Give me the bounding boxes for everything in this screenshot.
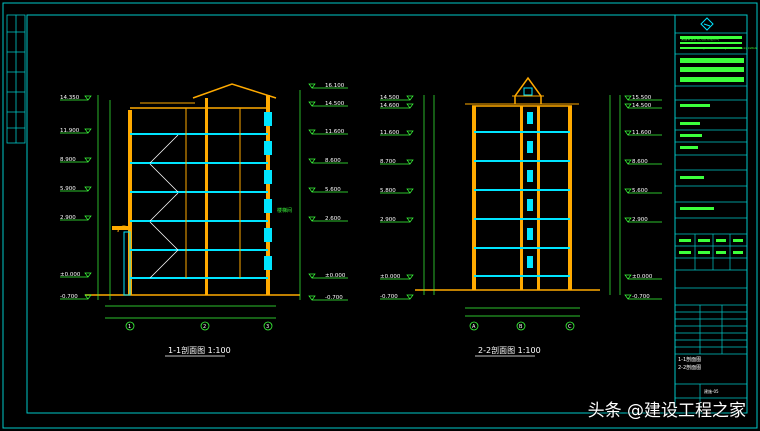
section-1-caption: 1-1剖面图 1:100 bbox=[168, 345, 231, 355]
level-marker bbox=[624, 130, 662, 136]
s1-axis-label: 3 bbox=[266, 324, 269, 330]
level-marker bbox=[60, 157, 92, 163]
level-marker bbox=[308, 83, 348, 89]
s1-left-elev: -0.700 bbox=[60, 294, 78, 300]
section-1-labels: 14.350 11.900 8.900 5.900 2.900 ±0.000 -… bbox=[60, 83, 346, 355]
s1-right-elev: ±0.000 bbox=[325, 273, 346, 279]
level-marker bbox=[380, 103, 414, 109]
drawing-title: 1-1剖面图 bbox=[678, 356, 701, 363]
s2-right-elev: ±0.000 bbox=[632, 274, 653, 280]
s2-right-elev: 8.600 bbox=[632, 159, 648, 165]
level-marker bbox=[60, 95, 92, 101]
s2-left-elev: 2.900 bbox=[380, 217, 396, 223]
s2-axis-label: C bbox=[568, 324, 572, 330]
level-marker bbox=[380, 95, 414, 101]
level-marker bbox=[308, 101, 348, 107]
company-name-en: Construction Building Architectural Desi… bbox=[681, 47, 758, 50]
s1-left-elev: 5.900 bbox=[60, 186, 76, 192]
section-2-caption: 2-2剖面图 1:100 bbox=[478, 345, 541, 355]
company-name: 某建筑设计研究院有限公司 bbox=[681, 36, 719, 41]
level-marker bbox=[380, 294, 414, 300]
title-block-text: 某建筑设计研究院有限公司 Construction Building Archi… bbox=[678, 36, 758, 394]
s2-left-elev: 8.700 bbox=[380, 159, 396, 165]
section-2-drawing bbox=[380, 76, 662, 331]
logo-icon bbox=[700, 17, 714, 31]
s1-axis-label: 1 bbox=[128, 324, 131, 330]
s1-stair-label: 楼梯间 bbox=[277, 207, 292, 214]
s2-right-elev: 11.600 bbox=[632, 130, 652, 136]
level-marker bbox=[624, 294, 662, 300]
s1-right-elev: 8.600 bbox=[325, 158, 341, 164]
inner-border bbox=[26, 14, 748, 414]
s2-left-elev: -0.700 bbox=[380, 294, 398, 300]
s2-right-elev: 14.500 bbox=[632, 103, 652, 109]
level-marker bbox=[624, 159, 662, 165]
s1-right-elev: -0.700 bbox=[325, 295, 343, 301]
s2-left-elev: 11.600 bbox=[380, 130, 400, 136]
level-marker bbox=[60, 272, 92, 278]
level-marker bbox=[308, 187, 348, 193]
s1-right-elev: 14.500 bbox=[325, 101, 345, 107]
level-marker bbox=[380, 188, 414, 194]
s2-axis-label: A bbox=[472, 324, 476, 330]
level-marker bbox=[60, 186, 92, 192]
s1-left-elev: 11.900 bbox=[60, 128, 80, 134]
title-block bbox=[674, 14, 748, 414]
level-marker bbox=[308, 295, 348, 301]
level-marker bbox=[308, 158, 348, 164]
level-marker bbox=[308, 273, 348, 279]
s2-right-elev: 2.900 bbox=[632, 217, 648, 223]
s1-right-elev: 2.600 bbox=[325, 216, 341, 222]
roof-outline bbox=[192, 83, 277, 99]
binding-strip bbox=[6, 14, 26, 144]
s1-left-elev: 14.350 bbox=[60, 95, 80, 101]
level-marker bbox=[624, 95, 662, 101]
level-marker bbox=[60, 128, 92, 134]
s1-left-elev: ±0.000 bbox=[60, 272, 81, 278]
s1-left-elev: 8.900 bbox=[60, 157, 76, 163]
s1-right-elev: 11.600 bbox=[325, 129, 345, 135]
section-2-labels: 14.500 14.600 11.600 8.700 5.800 2.900 ±… bbox=[380, 95, 653, 355]
level-marker bbox=[380, 274, 414, 280]
s1-axis-label: 2 bbox=[203, 324, 206, 330]
section-1-drawing bbox=[60, 83, 348, 331]
s2-left-elev: ±0.000 bbox=[380, 274, 401, 280]
s1-right-elev: 16.100 bbox=[325, 83, 345, 89]
s1-right-elev: 5.600 bbox=[325, 187, 341, 193]
level-marker bbox=[624, 103, 662, 109]
s2-left-elev: 14.500 bbox=[380, 95, 400, 101]
level-marker bbox=[60, 294, 92, 300]
level-marker bbox=[60, 215, 92, 221]
level-marker bbox=[380, 217, 414, 223]
s1-left-elev: 2.900 bbox=[60, 215, 76, 221]
drawing-subtitle: 2-2剖面图 bbox=[678, 364, 701, 371]
level-marker bbox=[380, 159, 414, 165]
s2-axis-label: B bbox=[519, 324, 523, 330]
level-marker bbox=[380, 130, 414, 136]
level-marker bbox=[624, 217, 662, 223]
s2-right-elev: -0.700 bbox=[632, 294, 650, 300]
s2-right-elev: 15.500 bbox=[632, 95, 652, 101]
s2-left-elev: 5.800 bbox=[380, 188, 396, 194]
s2-left-elev: 14.600 bbox=[380, 103, 400, 109]
level-marker bbox=[308, 129, 348, 135]
tower-gable bbox=[514, 76, 542, 104]
sheet-number: 建施-05 bbox=[704, 388, 719, 394]
level-marker bbox=[624, 188, 662, 194]
level-marker bbox=[624, 274, 662, 280]
watermark-text: 头条 @建设工程之家 bbox=[587, 401, 746, 421]
level-marker bbox=[308, 216, 348, 222]
s2-right-elev: 5.600 bbox=[632, 188, 648, 194]
